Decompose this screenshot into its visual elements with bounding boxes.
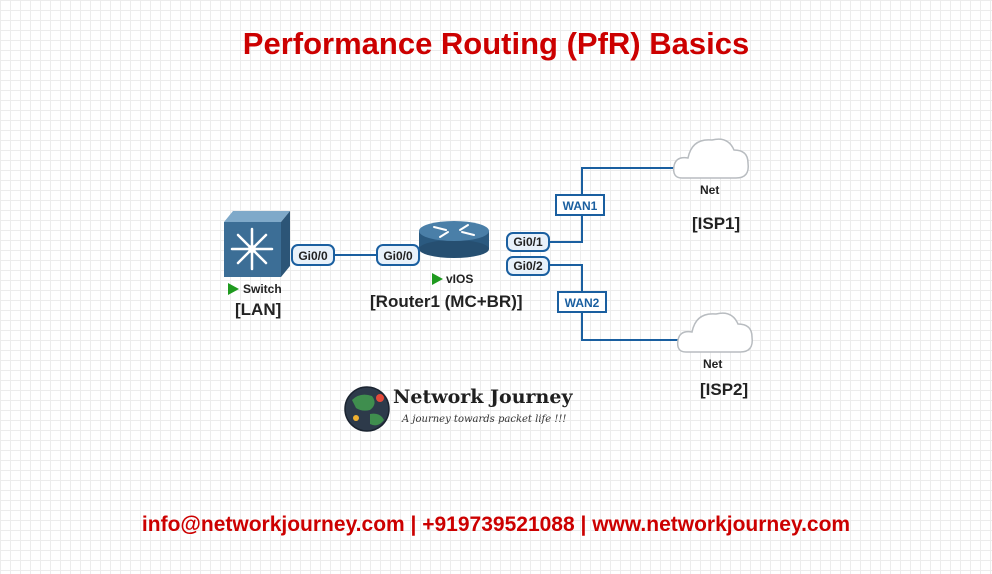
isp1-cloud-icon[interactable] bbox=[672, 138, 749, 179]
router-port-label: Gi0/0 bbox=[383, 249, 413, 263]
isp2-name-label: [ISP2] bbox=[700, 380, 749, 399]
isp1-type-label: Net bbox=[700, 183, 720, 197]
footer-contact: info@networkjourney.com | +919739521088 … bbox=[141, 513, 851, 536]
router-type-label: vIOS bbox=[446, 272, 474, 286]
router-port-label: Gi0/1 bbox=[513, 235, 543, 249]
wan2-link-label[interactable]: WAN2 bbox=[557, 291, 607, 313]
logo-tagline: A journey towards packet life !!! bbox=[402, 414, 567, 425]
switch-status-icon bbox=[228, 283, 239, 295]
switch-icon[interactable] bbox=[224, 211, 290, 277]
switch-name-label: [LAN] bbox=[235, 300, 282, 319]
router-icon[interactable] bbox=[419, 221, 489, 258]
logo-brand-name: Network Journey bbox=[393, 386, 573, 408]
router-port-gi0-0[interactable]: Gi0/0 bbox=[376, 244, 420, 266]
isp1-name-label: [ISP1] bbox=[692, 214, 741, 233]
wan2-label-text: WAN2 bbox=[565, 296, 600, 310]
router-port-gi0-1[interactable]: Gi0/1 bbox=[506, 232, 550, 252]
router-name-label: [Router1 (MC+BR)] bbox=[370, 292, 523, 311]
isp2-cloud-icon[interactable] bbox=[676, 312, 753, 353]
router-port-label: Gi0/2 bbox=[513, 259, 543, 273]
wan1-link-label[interactable]: WAN1 bbox=[555, 194, 605, 216]
switch-port-gi0-0[interactable]: Gi0/0 bbox=[291, 244, 335, 266]
page-title: Performance Routing (PfR) Basics bbox=[242, 26, 750, 61]
isp2-type-label: Net bbox=[703, 357, 723, 371]
network-journey-logo-icon bbox=[344, 386, 390, 432]
router-status-icon bbox=[432, 273, 443, 285]
switch-port-label: Gi0/0 bbox=[298, 249, 328, 263]
router-port-gi0-2[interactable]: Gi0/2 bbox=[506, 256, 550, 276]
switch-type-label: Switch bbox=[243, 282, 282, 296]
wan1-label-text: WAN1 bbox=[563, 199, 598, 213]
